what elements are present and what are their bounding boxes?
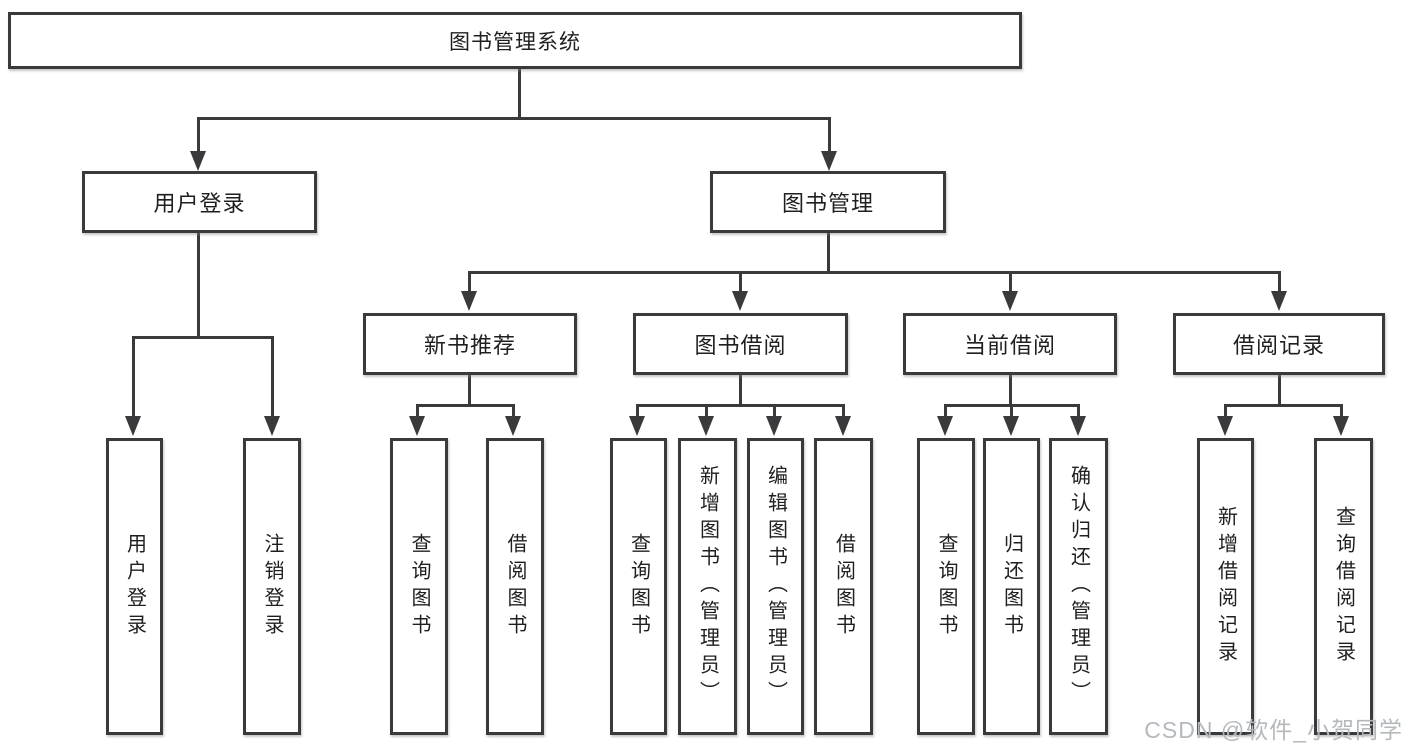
leaf-confirm-return-admin: 确认归还（管理员） xyxy=(1049,438,1108,735)
leaf-query-books-current-label: 查询图书 xyxy=(935,532,957,641)
node-new-book-recommend: 新书推荐 xyxy=(363,313,577,375)
arrowhead-down-icon xyxy=(505,416,521,436)
arrowhead-down-icon xyxy=(766,416,782,436)
leaf-add-borrow-record-label: 新增借阅记录 xyxy=(1214,505,1237,668)
leaf-query-books-borrow: 查询图书 xyxy=(610,438,667,735)
arrowhead-down-icon xyxy=(1271,291,1287,311)
leaf-borrow-books-recommend-label: 借阅图书 xyxy=(504,532,526,641)
connector-v xyxy=(512,404,515,420)
leaf-edit-books-admin: 编辑图书（管理员） xyxy=(747,438,804,735)
connector-v xyxy=(1278,375,1281,407)
arrowhead-down-icon xyxy=(125,416,141,436)
connector-v xyxy=(468,375,471,407)
arrowhead-down-icon xyxy=(937,416,953,436)
connector-v xyxy=(1009,375,1012,407)
leaf-user-login: 用户登录 xyxy=(106,438,163,735)
connector-v xyxy=(518,69,521,120)
connector-v xyxy=(1278,271,1281,295)
leaf-logout-login: 注销登录 xyxy=(243,438,301,735)
node-system-root: 图书管理系统 xyxy=(8,12,1022,69)
node-borrow-records: 借阅记录 xyxy=(1173,313,1385,375)
arrowhead-down-icon xyxy=(1333,416,1349,436)
leaf-query-books-recommend-label: 查询图书 xyxy=(408,532,430,641)
leaf-return-books-label: 归还图书 xyxy=(1000,532,1023,641)
leaf-add-books-admin: 新增图书（管理员） xyxy=(678,438,737,735)
connector-h xyxy=(636,404,845,407)
connector-v xyxy=(197,117,200,155)
connector-h xyxy=(1224,404,1343,407)
leaf-add-books-admin-label: 新增图书（管理员） xyxy=(696,465,719,708)
leaf-confirm-return-admin-label: 确认归还（管理员） xyxy=(1067,465,1090,708)
connector-v xyxy=(197,233,200,339)
arrowhead-down-icon xyxy=(1070,416,1086,436)
connector-v xyxy=(1340,404,1343,420)
arrowhead-down-icon xyxy=(1217,416,1233,436)
connector-v xyxy=(739,375,742,407)
node-book-borrow: 图书借阅 xyxy=(633,313,848,375)
node-system-root-label: 图书管理系统 xyxy=(449,30,581,54)
node-borrow-records-label: 借阅记录 xyxy=(1232,333,1325,358)
node-new-book-recommend-label: 新书推荐 xyxy=(423,333,516,358)
node-book-management-label: 图书管理 xyxy=(781,191,874,216)
leaf-return-books: 归还图书 xyxy=(983,438,1040,735)
connector-v xyxy=(773,404,776,420)
connector-v xyxy=(468,271,471,295)
node-current-borrow: 当前借阅 xyxy=(903,313,1117,375)
node-book-management: 图书管理 xyxy=(710,171,946,233)
connector-v xyxy=(1009,271,1012,295)
arrowhead-down-icon xyxy=(409,416,425,436)
leaf-query-books-borrow-label: 查询图书 xyxy=(627,532,650,641)
connector-v xyxy=(1077,404,1080,420)
connector-v xyxy=(842,404,845,420)
connector-h xyxy=(416,404,515,407)
arrowhead-down-icon xyxy=(190,151,206,171)
arrowhead-down-icon xyxy=(264,416,280,436)
connector-v xyxy=(416,404,419,420)
connector-h xyxy=(132,336,274,339)
arrowhead-down-icon xyxy=(732,291,748,311)
node-book-borrow-label: 图书借阅 xyxy=(694,333,787,358)
arrowhead-down-icon xyxy=(1002,291,1018,311)
connector-v xyxy=(132,336,135,420)
csdn-watermark: CSDN @软件_小贺同学 xyxy=(1144,717,1403,743)
arrowhead-down-icon xyxy=(698,416,714,436)
leaf-query-borrow-record-label: 查询借阅记录 xyxy=(1332,505,1355,668)
arrowhead-down-icon xyxy=(835,416,851,436)
leaf-query-books-current: 查询图书 xyxy=(917,438,975,735)
connector-v xyxy=(739,271,742,295)
connector-v xyxy=(636,404,639,420)
connector-v xyxy=(944,404,947,420)
connector-v xyxy=(1010,404,1013,420)
leaf-borrow-books-label: 借阅图书 xyxy=(832,532,855,641)
arrowhead-down-icon xyxy=(629,416,645,436)
connector-h xyxy=(197,117,831,120)
connector-v xyxy=(827,233,830,274)
arrowhead-down-icon xyxy=(461,291,477,311)
leaf-query-borrow-record: 查询借阅记录 xyxy=(1314,438,1373,735)
node-current-borrow-label: 当前借阅 xyxy=(963,333,1056,358)
leaf-add-borrow-record: 新增借阅记录 xyxy=(1197,438,1254,735)
leaf-borrow-books: 借阅图书 xyxy=(814,438,873,735)
node-user-login-label: 用户登录 xyxy=(153,191,246,216)
leaf-logout-login-label: 注销登录 xyxy=(261,532,283,641)
connector-v xyxy=(271,336,274,420)
connector-v xyxy=(705,404,708,420)
connector-h xyxy=(468,271,1281,274)
arrowhead-down-icon xyxy=(1003,416,1019,436)
node-user-login: 用户登录 xyxy=(82,171,317,233)
leaf-borrow-books-recommend: 借阅图书 xyxy=(486,438,544,735)
connector-v xyxy=(828,117,831,155)
leaf-query-books-recommend: 查询图书 xyxy=(390,438,448,735)
leaf-user-login-label: 用户登录 xyxy=(123,532,146,641)
connector-v xyxy=(1224,404,1227,420)
arrowhead-down-icon xyxy=(821,151,837,171)
leaf-edit-books-admin-label: 编辑图书（管理员） xyxy=(764,465,787,708)
